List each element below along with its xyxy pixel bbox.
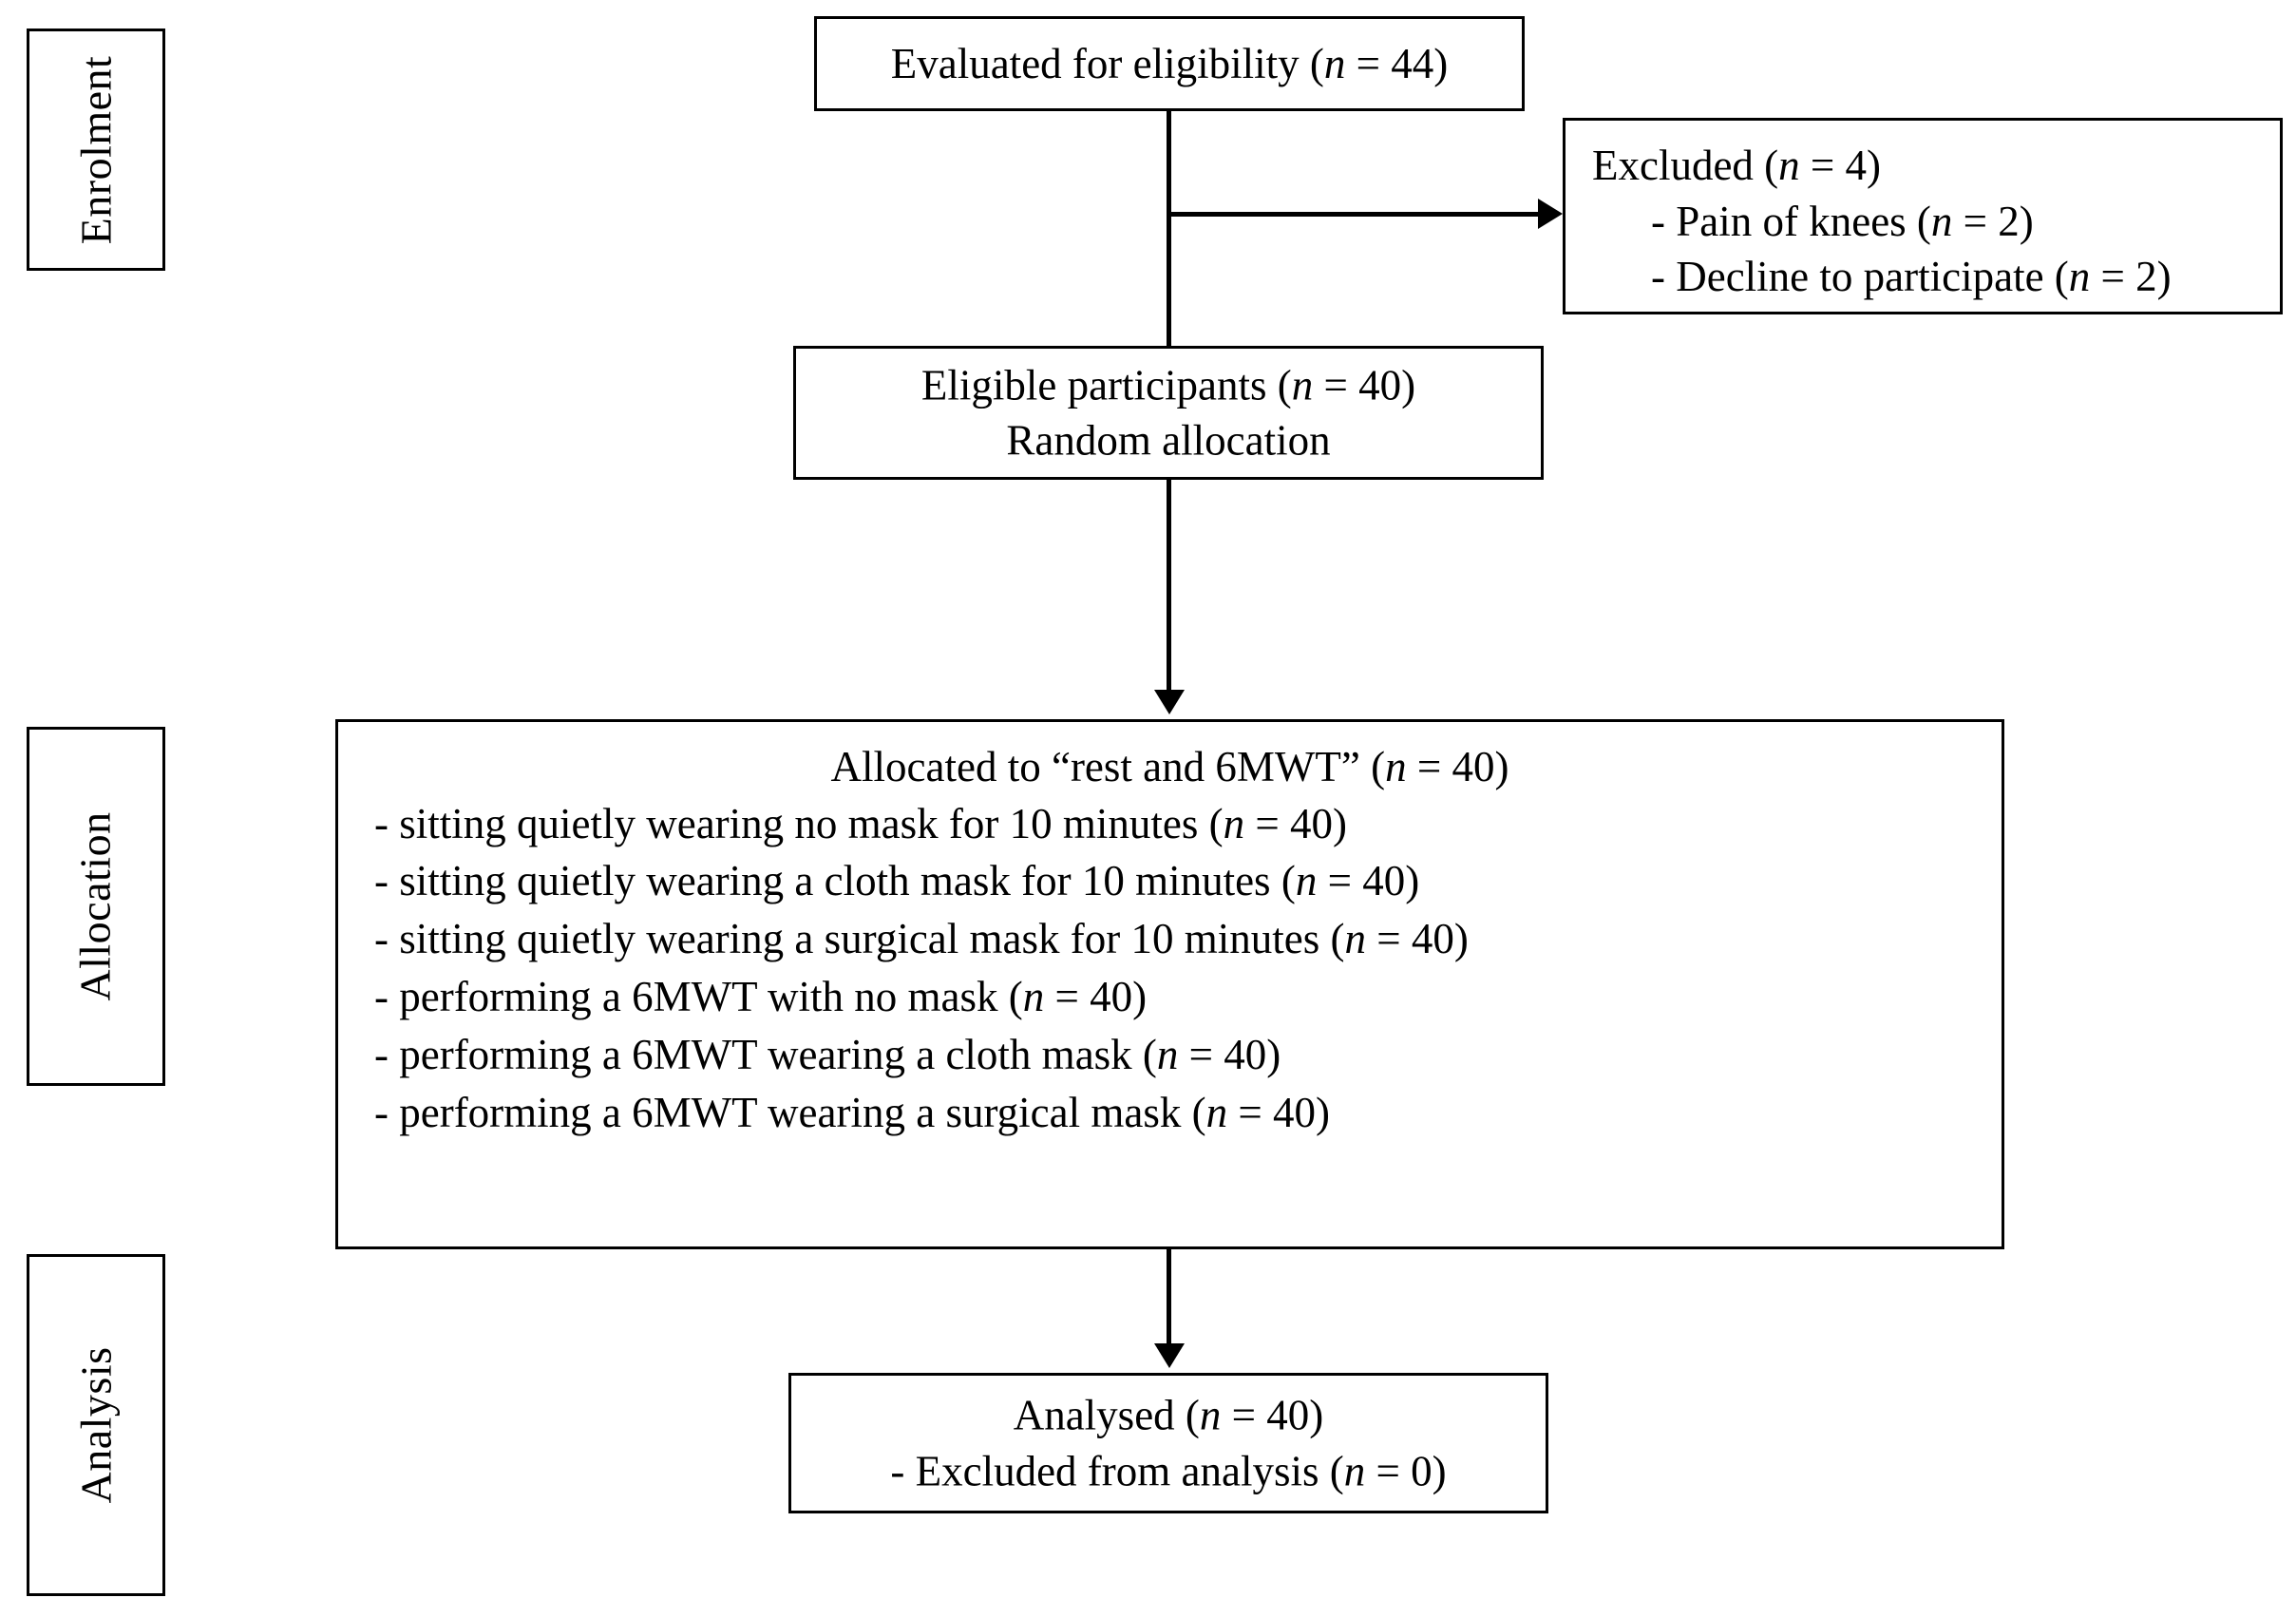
allocated-item-6-prefix: - performing a 6MWT wearing a surgical m…: [374, 1089, 1206, 1137]
allocated-item-3-suffix: = 40): [1365, 915, 1469, 963]
arrowhead-to-excluded: [1538, 199, 1563, 229]
allocated-item-2-prefix: - sitting quietly wearing a cloth mask f…: [374, 857, 1296, 905]
excluded-reason-1-prefix: - Pain of knees (: [1651, 197, 1931, 245]
allocated-item-1-prefix: - sitting quietly wearing no mask for 10…: [374, 799, 1224, 847]
stage-label-enrolment: Enrolment: [27, 29, 165, 271]
excluded-reason-2-suffix: = 2): [2090, 253, 2172, 300]
eligibility-prefix: Evaluated for eligibility (: [890, 39, 1324, 87]
allocated-list-item: - performing a 6MWT wearing a cloth mask…: [374, 1026, 2002, 1084]
allocated-list-item: - performing a 6MWT with no mask (n = 40…: [374, 968, 2002, 1026]
allocated-item-5-n-symbol: n: [1156, 1031, 1179, 1079]
node-allocated-text: Allocated to “rest and 6MWT” (n = 40) - …: [338, 739, 2002, 1142]
analysed-line2-n-symbol: n: [1343, 1447, 1366, 1494]
allocated-item-3-prefix: - sitting quietly wearing a surgical mas…: [374, 915, 1345, 963]
node-eligible-participants-text: Eligible participants (n = 40) Random al…: [796, 357, 1541, 468]
eligible-line1-prefix: Eligible participants (: [920, 361, 1292, 409]
stage-label-enrolment-text: Enrolment: [71, 55, 120, 244]
eligible-line1-n-symbol: n: [1291, 361, 1314, 409]
allocated-item-5-suffix: = 40): [1178, 1031, 1281, 1079]
allocated-list-item: - performing a 6MWT wearing a surgical m…: [374, 1084, 2002, 1142]
allocated-list-item: - sitting quietly wearing a cloth mask f…: [374, 852, 2002, 910]
allocated-item-1-suffix: = 40): [1244, 799, 1347, 847]
allocated-item-3-n-symbol: n: [1344, 915, 1366, 963]
allocated-item-6-suffix: = 40): [1227, 1089, 1330, 1137]
allocated-head-n-symbol: n: [1385, 743, 1407, 790]
analysed-line-2: - Excluded from analysis (n = 0): [791, 1443, 1546, 1499]
allocated-item-4-prefix: - performing a 6MWT with no mask (: [374, 973, 1023, 1021]
allocated-head-prefix: Allocated to “rest and 6MWT” (: [830, 743, 1386, 790]
allocated-item-6-n-symbol: n: [1205, 1089, 1228, 1137]
allocated-item-2-suffix: = 40): [1317, 857, 1420, 905]
excluded-head-suffix: = 4): [1799, 142, 1882, 189]
stage-label-analysis-text: Analysis: [71, 1346, 120, 1504]
eligibility-suffix: = 44): [1345, 39, 1449, 87]
analysed-line2-prefix: - Excluded from analysis (: [890, 1447, 1344, 1494]
stage-label-allocation-text: Allocation: [71, 811, 120, 1001]
eligible-line-2: Random allocation: [1006, 416, 1331, 465]
node-excluded: Excluded (n = 4) - Pain of knees (n = 2)…: [1563, 118, 2283, 314]
node-allocated: Allocated to “rest and 6MWT” (n = 40) - …: [335, 719, 2004, 1249]
node-excluded-text: Excluded (n = 4) - Pain of knees (n = 2)…: [1565, 138, 2280, 305]
stage-label-analysis: Analysis: [27, 1254, 165, 1596]
allocated-head-suffix: = 40): [1406, 743, 1509, 790]
allocated-item-2-n-symbol: n: [1295, 857, 1318, 905]
eligibility-n-symbol: n: [1323, 39, 1346, 87]
connector-branch-to-excluded: [1167, 212, 1539, 217]
excluded-reason-1-suffix: = 2): [1952, 197, 2034, 245]
connector-eligible-to-allocated: [1167, 480, 1171, 694]
excluded-reason-item: - Decline to participate (n = 2): [1592, 249, 2280, 305]
allocated-item-4-n-symbol: n: [1022, 973, 1045, 1021]
allocated-list-item: - sitting quietly wearing a surgical mas…: [374, 910, 2002, 968]
allocated-item-4-suffix: = 40): [1044, 973, 1148, 1021]
node-analysed: Analysed (n = 40) - Excluded from analys…: [788, 1373, 1548, 1513]
excluded-head-n-symbol: n: [1778, 142, 1800, 189]
allocated-item-list: - sitting quietly wearing no mask for 10…: [338, 795, 2002, 1143]
allocated-item-5-prefix: - performing a 6MWT wearing a cloth mask…: [374, 1031, 1157, 1079]
allocated-item-1-n-symbol: n: [1223, 799, 1245, 847]
excluded-reason-1-n-symbol: n: [1930, 197, 1953, 245]
connector-eligibility-to-eligible: [1167, 111, 1171, 349]
allocated-headline: Allocated to “rest and 6MWT” (n = 40): [338, 739, 2002, 795]
stage-label-allocation: Allocation: [27, 727, 165, 1086]
connector-allocated-to-analysed: [1167, 1249, 1171, 1348]
excluded-reason-item: - Pain of knees (n = 2): [1592, 194, 2280, 250]
node-analysed-text: Analysed (n = 40) - Excluded from analys…: [791, 1388, 1546, 1499]
node-evaluated-for-eligibility-text: Evaluated for eligibility (n = 44): [817, 36, 1522, 92]
node-eligible-participants: Eligible participants (n = 40) Random al…: [793, 346, 1544, 480]
node-evaluated-for-eligibility: Evaluated for eligibility (n = 44): [814, 16, 1525, 111]
analysed-line2-suffix: = 0): [1365, 1447, 1447, 1494]
arrowhead-to-analysed: [1154, 1343, 1185, 1368]
excluded-headline: Excluded (n = 4): [1592, 138, 2280, 194]
eligible-line-1: Eligible participants (n = 40): [796, 357, 1541, 413]
analysed-line-1: Analysed (n = 40): [791, 1388, 1546, 1444]
excluded-reason-2-n-symbol: n: [2068, 253, 2091, 300]
allocated-list-item: - sitting quietly wearing no mask for 10…: [374, 795, 2002, 853]
analysed-line1-suffix: = 40): [1221, 1391, 1324, 1439]
excluded-head-prefix: Excluded (: [1592, 142, 1779, 189]
analysed-line1-n-symbol: n: [1199, 1391, 1222, 1439]
eligible-line1-suffix: = 40): [1313, 361, 1416, 409]
analysed-line1-prefix: Analysed (: [1013, 1391, 1200, 1439]
excluded-reason-2-prefix: - Decline to participate (: [1651, 253, 2069, 300]
arrowhead-to-allocated: [1154, 690, 1185, 714]
